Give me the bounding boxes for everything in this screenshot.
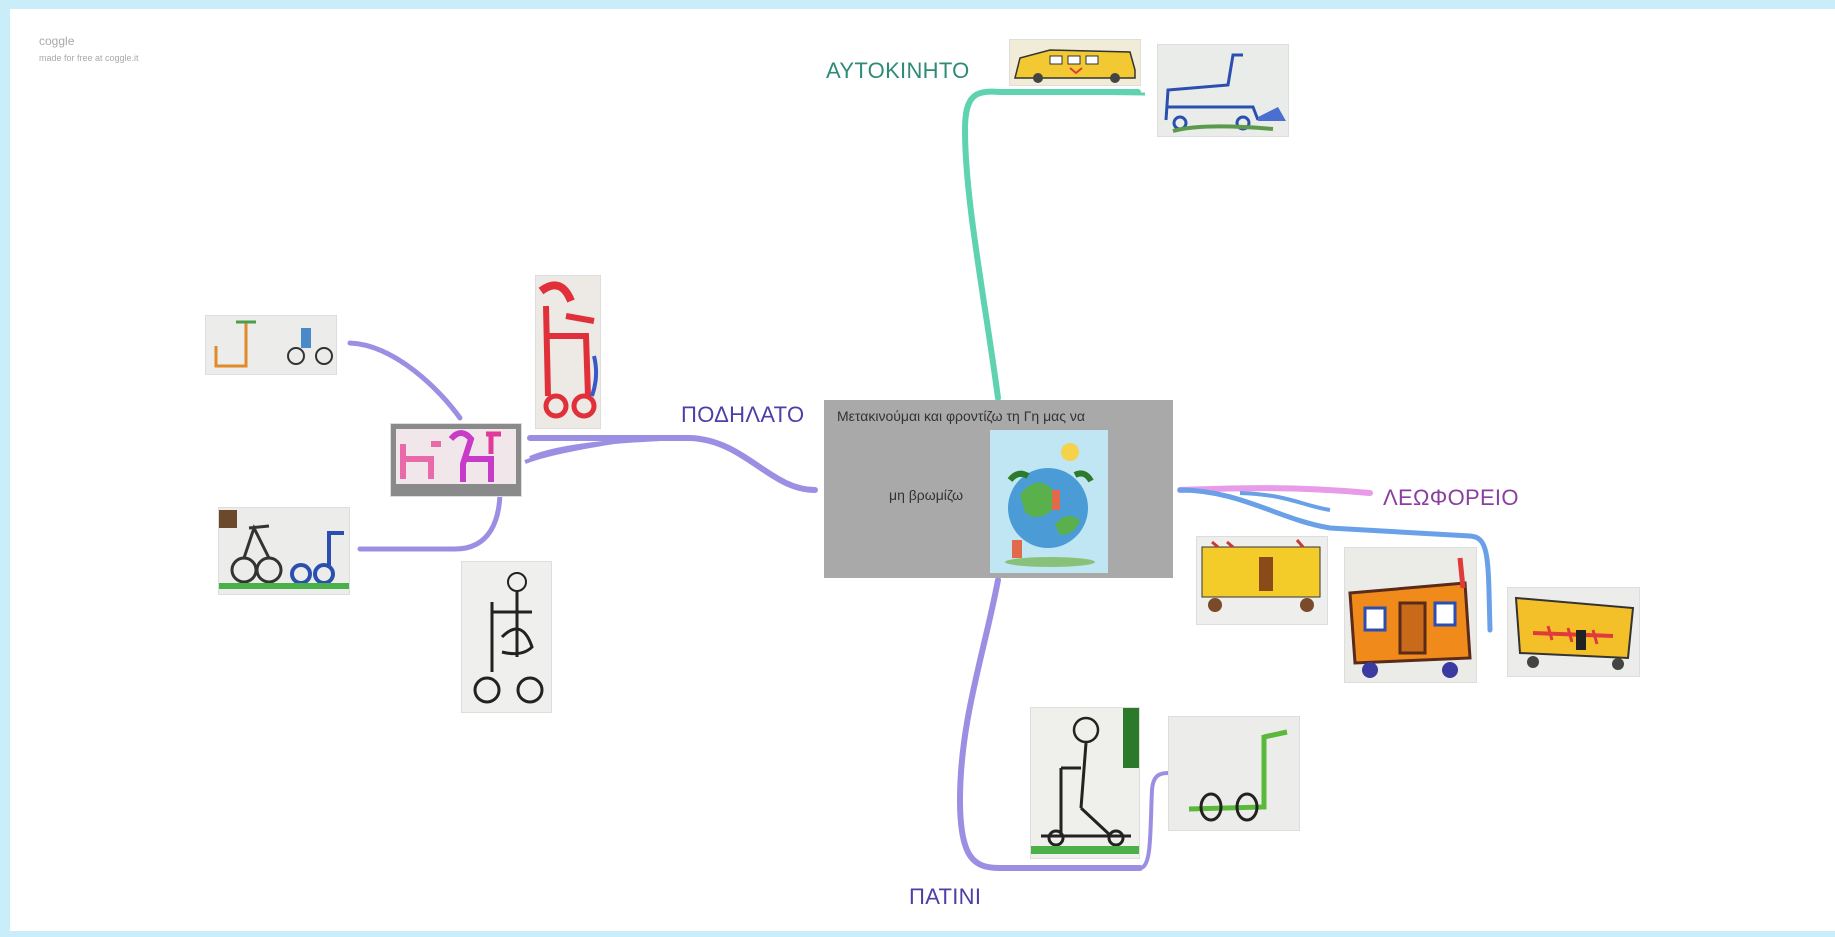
bicycle-sub-line-c [347,340,463,421]
scooter-drawing-green-icon[interactable] [1168,716,1300,831]
bus-sub-line-a [1177,487,1493,633]
car-branch-line-tip [999,90,1146,96]
bicycle-drawing-blue-green-icon[interactable] [218,507,350,595]
scooter-sub-line [1138,771,1170,870]
bicycle-sub-line-d [357,487,503,552]
branch-label-scooter[interactable]: ΠΑΤΙΝΙ [909,884,982,909]
car-drawing-yellow-bus-icon[interactable] [1009,39,1141,86]
bus-drawing-orange-icon[interactable] [1344,547,1477,683]
branch-label-bus[interactable]: ΛΕΩΦΟΡΕΙΟ [1383,485,1519,510]
bicycle-drawing-red-icon[interactable] [535,275,601,429]
brand-tagline: made for free at coggle.it [39,53,139,63]
scooter-drawing-black-icon[interactable] [1030,707,1140,859]
bus-drawing-yellow-icon[interactable] [1196,536,1328,625]
branch-label-car[interactable]: ΑΥΤΟΚΙΝΗΤΟ [826,58,970,83]
bicycle-drawing-pink-icon[interactable] [390,423,522,497]
branch-label-bicycle[interactable]: ΠΟΔΗΛΑΤΟ [681,402,805,427]
coggle-watermark: coggle made for free at coggle.it [39,34,139,63]
bicycle-branch-line [527,435,818,493]
bus-drawing-yellow-red-icon[interactable] [1507,587,1640,677]
central-title-line2: μη βρωμίζω [889,487,964,503]
scooter-branch-line [956,577,1143,871]
central-title-line1: Μετακινούμαι και φροντίζω τη Γη μας να [837,408,1085,424]
bicycle-drawing-orange-icon[interactable] [205,315,337,375]
central-node[interactable]: Μετακινούμαι και φροντίζω τη Γη μας να μ… [824,400,1173,578]
brand-name: coggle [39,34,75,48]
car-branch-line [961,88,1141,401]
bus-sub-line-b [1239,491,1331,512]
globe-illustration-icon [990,430,1108,573]
car-drawing-blue-icon[interactable] [1157,44,1289,137]
bicycle-sub-line-b [524,436,641,464]
bicycle-drawing-black-icon[interactable] [461,561,552,713]
